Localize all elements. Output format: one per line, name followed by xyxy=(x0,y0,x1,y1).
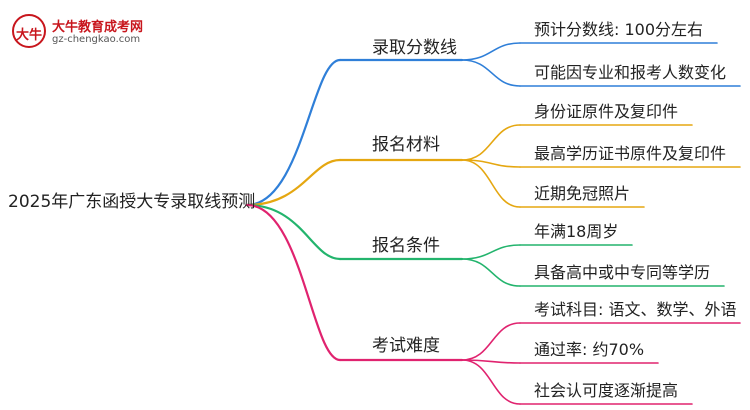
root-topic: 2025年广东函授大专录取线预测 xyxy=(8,192,256,212)
leaf-id-card: 身份证原件及复印件 xyxy=(534,102,679,121)
branch-connector xyxy=(245,158,342,207)
leaf-connector xyxy=(461,159,521,168)
leaf-connector xyxy=(461,159,521,208)
leaf-connector xyxy=(461,59,521,87)
leaf-score-variation: 可能因专业和报考人数变化 xyxy=(534,63,727,82)
leaf-connector xyxy=(461,42,521,61)
branch-difficulty: 考试难度 xyxy=(372,336,440,356)
leaf-social-recognition: 社会认可度逐渐提高 xyxy=(534,381,679,400)
branch-connector xyxy=(245,203,342,362)
leaf-photo: 近期免冠照片 xyxy=(534,184,631,203)
leaf-connector xyxy=(461,124,521,161)
leaf-diploma: 最高学历证书原件及复印件 xyxy=(534,144,727,163)
leaf-connector xyxy=(461,322,521,361)
leaf-pass-rate: 通过率: 约70% xyxy=(534,340,645,359)
leaf-age-requirement: 年满18周岁 xyxy=(534,222,619,241)
leaf-connector xyxy=(461,244,521,260)
logo-badge-icon: 大牛 xyxy=(12,14,46,48)
site-logo: 大牛 大牛教育成考网 gz-chengkao.com xyxy=(12,14,162,50)
leaf-exam-subjects: 考试科目: 语文、数学、外语 xyxy=(534,300,737,319)
logo-site-name: 大牛教育成考网 xyxy=(52,20,144,35)
leaf-connector xyxy=(461,258,521,287)
branch-materials: 报名材料 xyxy=(372,135,440,155)
leaf-score-estimate: 预计分数线: 100分左右 xyxy=(534,20,704,39)
leaf-education-requirement: 具备高中或中专同等学历 xyxy=(534,263,711,282)
branch-score-line: 录取分数线 xyxy=(372,38,457,58)
branch-conditions: 报名条件 xyxy=(372,236,440,256)
leaf-connector xyxy=(461,359,521,405)
branch-connector xyxy=(245,58,342,207)
branch-connector xyxy=(245,203,342,261)
logo-site-url: gz-chengkao.com xyxy=(52,34,141,45)
